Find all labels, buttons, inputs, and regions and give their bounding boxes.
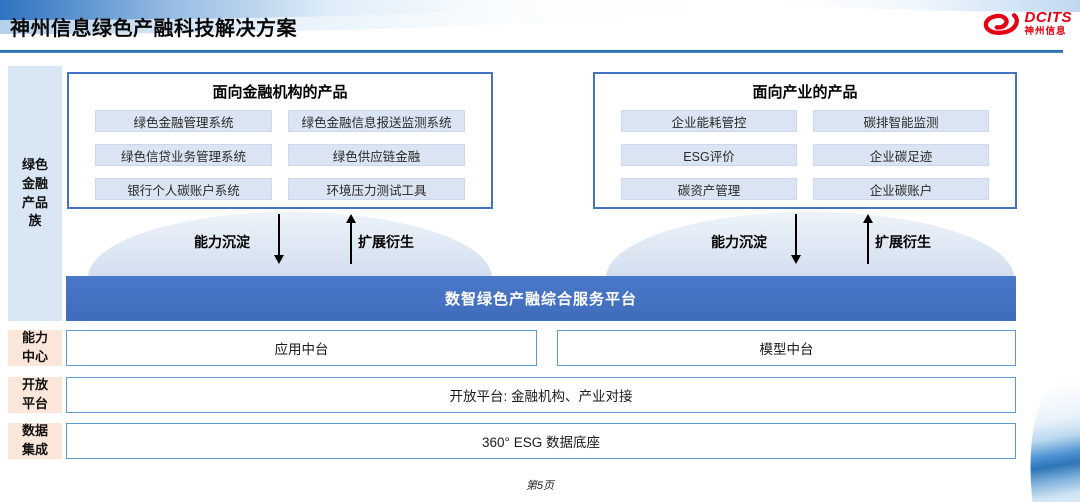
down-arrow-icon: [274, 214, 284, 264]
sidebar-layer-capability-center: 能力中心: [8, 330, 62, 366]
service-platform-bar: 数智绿色产融综合服务平台: [66, 276, 1016, 321]
capability-settling-label: 能力沉淀: [194, 234, 250, 250]
industry-products-box: 面向产业的产品 企业能耗管控 碳排智能监测 ESG评价 企业碳足迹 碳资产管理 …: [593, 72, 1017, 209]
capability-settling-label: 能力沉淀: [711, 234, 767, 250]
product-pill: 绿色金融信息报送监测系统: [288, 110, 465, 132]
product-pill: 企业能耗管控: [621, 110, 797, 132]
sidebar-layer-label: 能力中心: [22, 330, 49, 364]
product-pill: 环境压力测试工具: [288, 178, 465, 200]
industry-products-title: 面向产业的产品: [752, 84, 858, 101]
sidebar-product-family: 绿色金融产品族: [8, 66, 62, 321]
product-pill: 银行个人碳账户系统: [95, 178, 272, 200]
dcits-logo: DCITS 神州信息: [983, 9, 1073, 37]
sidebar-product-family-label: 绿色金融产品族: [22, 156, 49, 229]
model-middle-platform-box: 模型中台: [557, 330, 1016, 366]
product-pill: 企业碳账户: [813, 178, 989, 200]
financial-products-grid: 绿色金融管理系统 绿色金融信息报送监测系统 绿色信贷业务管理系统 绿色供应链金融…: [69, 108, 491, 200]
up-arrow-icon: [346, 214, 356, 264]
expansion-derivation-label: 扩展衍生: [875, 234, 931, 250]
application-middle-platform-box: 应用中台: [66, 330, 537, 366]
product-pill: ESG评价: [621, 144, 797, 166]
dome-left: [88, 212, 492, 276]
sidebar-layer-label: 数据集成: [22, 423, 49, 457]
dcits-swirl-icon: [983, 13, 1019, 35]
product-pill: 绿色供应链金融: [288, 144, 465, 166]
financial-products-title: 面向金融机构的产品: [212, 84, 348, 101]
financial-products-box: 面向金融机构的产品 绿色金融管理系统 绿色金融信息报送监测系统 绿色信贷业务管理…: [67, 72, 493, 209]
esg-data-base-box: 360° ESG 数据底座: [66, 423, 1016, 459]
page-number: 第5页: [525, 480, 555, 492]
flow-arrows-left: 能力沉淀 扩展衍生: [150, 212, 460, 274]
sidebar-layer-open-platform: 开放平台: [8, 377, 62, 413]
product-pill: 绿色金融管理系统: [95, 110, 272, 132]
product-pill: 绿色信贷业务管理系统: [95, 144, 272, 166]
product-pill: 碳排智能监测: [813, 110, 989, 132]
page-title: 神州信息绿色产融科技解决方案: [10, 18, 297, 40]
product-pill: 企业碳足迹: [813, 144, 989, 166]
down-arrow-icon: [791, 214, 801, 264]
flow-arrows-right: 能力沉淀 扩展衍生: [667, 212, 977, 274]
logo-brand-en: DCITS: [1024, 8, 1072, 26]
header-divider: [0, 50, 1063, 53]
dome-right: [606, 212, 1014, 276]
expansion-derivation-label: 扩展衍生: [358, 234, 414, 250]
logo-brand-cn: 神州信息: [1024, 25, 1067, 37]
sidebar-layer-data-integration: 数据集成: [8, 423, 62, 459]
product-pill: 碳资产管理: [621, 178, 797, 200]
up-arrow-icon: [863, 214, 873, 264]
open-platform-box: 开放平台: 金融机构、产业对接: [66, 377, 1016, 413]
sidebar-layer-label: 开放平台: [22, 377, 49, 411]
industry-products-grid: 企业能耗管控 碳排智能监测 ESG评价 企业碳足迹 碳资产管理 企业碳账户: [595, 108, 1015, 200]
